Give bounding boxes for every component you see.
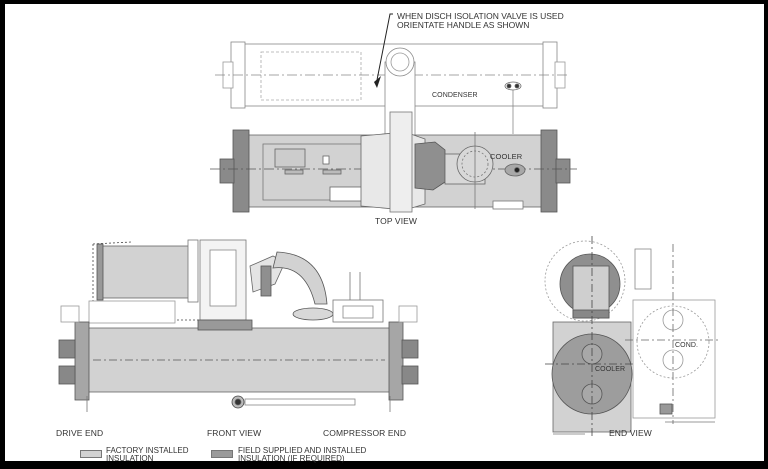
cooler-label-end: COOLER (595, 366, 626, 373)
note-line-1: WHEN DISCH ISOLATION VALVE IS USED (397, 11, 564, 21)
top-view-drawing (210, 41, 577, 213)
isolation-valve-note: WHEN DISCH ISOLATION VALVE IS USED ORIEN… (397, 12, 564, 30)
cond-label-end: COND. (675, 342, 699, 349)
field-insulation-swatch (211, 450, 233, 458)
end-view-title: END VIEW (609, 428, 652, 438)
factory-insulation-swatch (80, 450, 102, 458)
top-view-title: TOP VIEW (375, 216, 418, 226)
front-view-drawing (58, 239, 419, 412)
drawing-sheet: WHEN DISCH ISOLATION VALVE IS USED ORIEN… (5, 4, 764, 463)
end-view-drawing (544, 236, 721, 436)
chiller-drawing (58, 13, 721, 436)
compressor-end-title: COMPRESSOR END (323, 428, 407, 438)
drive-end-title: DRIVE END (56, 428, 104, 438)
note-line-2: ORIENTATE HANDLE AS SHOWN (397, 20, 530, 30)
factory-insulation-label: FACTORY INSTALLED INSULATION (106, 446, 189, 463)
front-view-title: FRONT VIEW (207, 428, 262, 438)
note-leader-line (376, 13, 393, 81)
condenser-label: CONDENSER (432, 92, 478, 99)
cooler-label-top: COOLER (490, 152, 523, 161)
field-insulation-label: FIELD SUPPLIED AND INSTALLED INSULATION … (238, 446, 367, 463)
